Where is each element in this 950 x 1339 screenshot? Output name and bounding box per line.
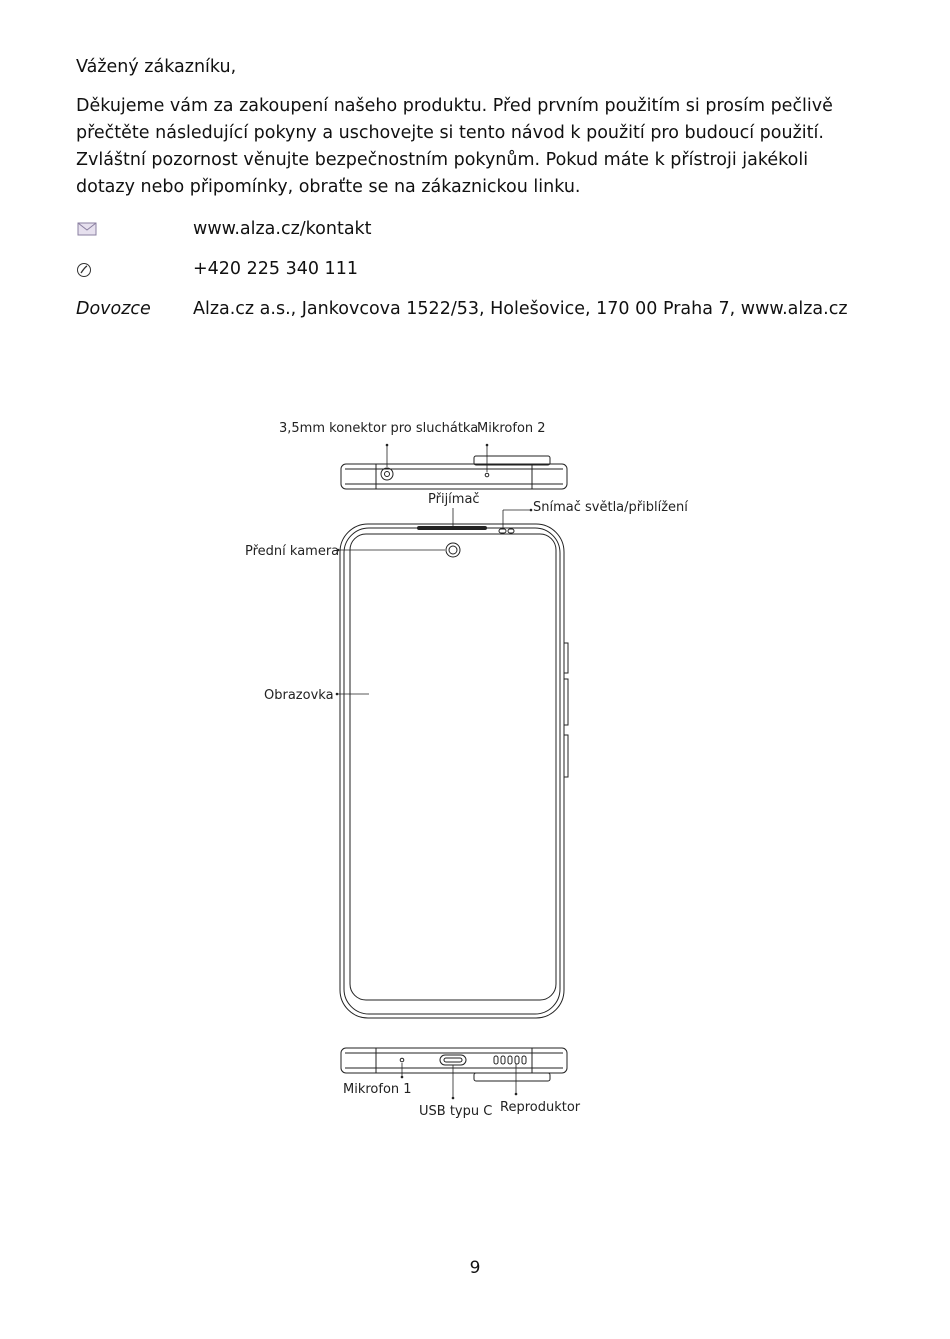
label-mic1: Mikrofon 1 [343, 1082, 412, 1097]
usb-c-port-icon [439, 1054, 467, 1066]
phone-diagram: 3,5mm konektor pro sluchátka Mikrofon 2 … [245, 421, 688, 1119]
label-mic2: Mikrofon 2 [477, 421, 546, 436]
envelope-icon [76, 220, 98, 238]
mic1-hole-icon [399, 1057, 405, 1063]
front-camera-icon [445, 542, 461, 558]
label-headphone-jack: 3,5mm konektor pro sluchátka [279, 421, 478, 436]
greeting: Vážený zákazníku, [76, 57, 237, 77]
label-usb: USB typu C [419, 1104, 492, 1119]
label-screen: Obrazovka [264, 688, 334, 703]
importer-label: Dovozce [76, 299, 151, 319]
proximity-sensor-icon [498, 528, 515, 534]
page-number: 9 [469, 1258, 481, 1278]
phone-icon [76, 260, 98, 278]
contact-web-link[interactable]: www.alza.cz/kontakt [193, 219, 372, 239]
speaker-grille-icon [493, 1055, 527, 1065]
phone-bottom-edge [340, 1047, 568, 1082]
mic2-hole-icon [484, 472, 490, 478]
intro-paragraph: Děkujeme vám za zakoupení našeho produkt… [76, 96, 833, 197]
contact-phone-number[interactable]: +420 225 340 111 [193, 259, 358, 279]
phone-top-edge [340, 455, 568, 490]
contact-phone-row: +420 225 340 111 [76, 256, 876, 282]
headphone-jack-icon [380, 467, 394, 481]
label-front-camera: Přední kamera [245, 544, 339, 559]
importer-address: Alza.cz a.s., Jankovcova 1522/53, Holešo… [193, 299, 848, 319]
contact-importer-row: Dovozce Alza.cz a.s., Jankovcova 1522/53… [76, 296, 876, 322]
label-sensor: Snímač světla/přiblížení [533, 500, 688, 515]
receiver-grille [417, 526, 487, 530]
contact-web-row: www.alza.cz/kontakt [76, 216, 876, 242]
label-speaker: Reproduktor [500, 1100, 581, 1115]
label-receiver: Přijímač [428, 492, 480, 507]
phone-front [339, 523, 569, 1019]
